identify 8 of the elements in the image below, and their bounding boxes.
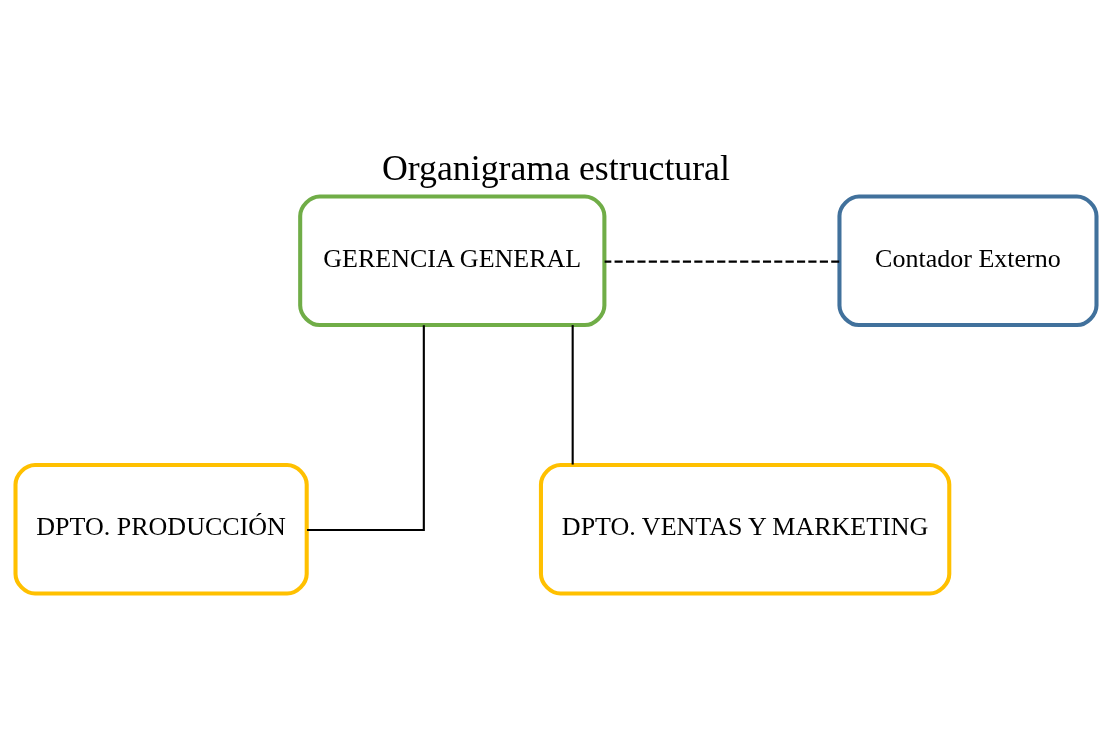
diagram-title: Organigrama estructural xyxy=(382,147,730,188)
node-box: GERENCIA GENERAL xyxy=(298,194,607,328)
connector xyxy=(604,260,840,263)
node-box: Contador Externo xyxy=(837,194,1099,328)
node-box: DPTO. PRODUCCIÓN xyxy=(13,462,309,596)
connector xyxy=(571,325,574,465)
node-box: DPTO. VENTAS Y MARKETING xyxy=(538,462,952,596)
connector xyxy=(307,325,425,532)
